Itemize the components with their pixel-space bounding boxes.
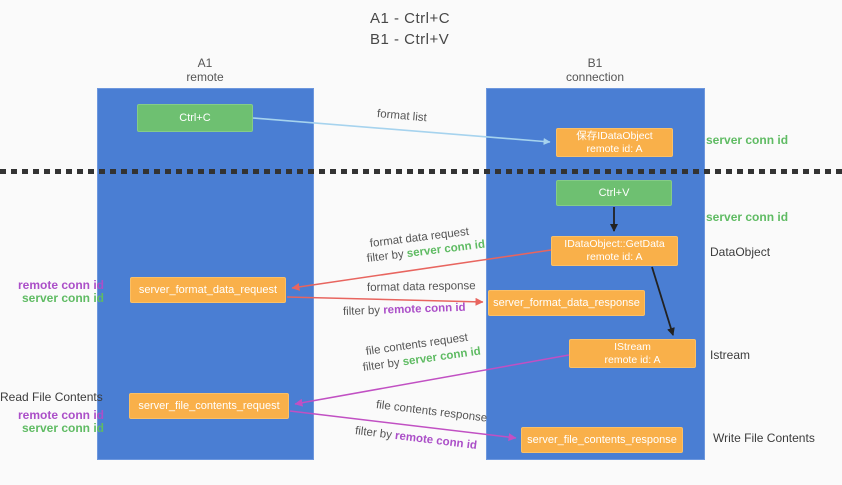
node-server-file-contents-request: server_file_contents_request — [129, 393, 289, 419]
column-a1-role: remote — [186, 70, 224, 84]
label-filter-remote-2: filter by remote conn id — [354, 425, 477, 453]
node-format-request-label: server_format_data_request — [138, 283, 278, 296]
node-format-response-label: server_format_data_response — [493, 296, 640, 309]
label-write-file-contents: Write File Contents — [713, 431, 815, 445]
filter-by-text-3: filter by — [362, 356, 404, 374]
node-file-response-label: server_file_contents_response — [527, 433, 677, 446]
node-istream: IStream remote id: A — [569, 339, 696, 368]
node-server-file-contents-response: server_file_contents_response — [521, 427, 683, 453]
node-file-request-label: server_file_contents_request — [138, 399, 280, 412]
column-header-b1: B1 connection — [525, 56, 665, 84]
dotted-divider — [0, 169, 842, 174]
node-istream-line2: remote id: A — [604, 353, 661, 366]
node-ctrl-v-label: Ctrl+V — [598, 186, 630, 199]
label-stack-format: remote conn id server conn id — [0, 279, 104, 305]
title-line-2: B1 - Ctrl+V — [370, 31, 450, 48]
label-istream: Istream — [710, 348, 751, 362]
filter-remote-conn-id-2: remote conn id — [394, 429, 478, 452]
label-server-conn-id-2: server conn id — [21, 421, 104, 435]
node-ctrl-v: Ctrl+V — [556, 180, 672, 206]
label-server-conn-id-1: server conn id — [21, 291, 104, 305]
node-ctrl-c-label: Ctrl+C — [179, 111, 211, 124]
label-server-conn-id-top: server conn id — [706, 133, 789, 147]
label-dataobject: DataObject — [710, 245, 771, 259]
label-server-conn-id-mid: server conn id — [706, 210, 789, 224]
filter-remote-conn-id-1: remote conn id — [383, 301, 466, 317]
label-remote-conn-id-2: remote conn id — [17, 408, 104, 422]
node-ctrl-c: Ctrl+C — [137, 104, 253, 132]
label-format-list: format list — [376, 108, 428, 125]
node-getdata-line2: remote id: A — [586, 251, 643, 263]
node-save-idataobject-line2: remote id: A — [586, 142, 643, 155]
label-remote-conn-id-1: remote conn id — [17, 278, 104, 292]
node-save-idataobject-line1: 保存IDataObject — [576, 129, 653, 142]
filter-by-text-2: filter by — [342, 304, 384, 318]
label-format-data-response: format data response — [366, 280, 476, 294]
node-save-idataobject: 保存IDataObject remote id: A — [556, 128, 673, 157]
column-a1-name: A1 — [197, 56, 213, 70]
filter-by-text-4: filter by — [354, 425, 396, 442]
node-getdata-line1: IDataObject::GetData — [564, 238, 665, 250]
column-b1-name: B1 — [587, 56, 603, 70]
label-file-contents-response: file contents response — [375, 399, 488, 425]
column-header-a1: A1 remote — [135, 56, 275, 84]
node-server-format-data-request: server_format_data_request — [130, 277, 286, 303]
label-filter-remote-1: filter by remote conn id — [343, 302, 466, 319]
title-line-1: A1 - Ctrl+C — [370, 10, 451, 27]
node-idataobject-getdata: IDataObject::GetData remote id: A — [551, 236, 678, 266]
column-b1-role: connection — [565, 70, 625, 84]
label-read-file-contents: Read File Contents — [0, 390, 103, 404]
node-server-format-data-response: server_format_data_response — [488, 290, 645, 316]
node-istream-line1: IStream — [614, 340, 651, 353]
diagram-title: A1 - Ctrl+C B1 - Ctrl+V — [370, 8, 450, 50]
label-stack-file: remote conn id server conn id — [0, 409, 104, 435]
label-read-file-contents-wrap: Read File Contents — [0, 390, 103, 404]
